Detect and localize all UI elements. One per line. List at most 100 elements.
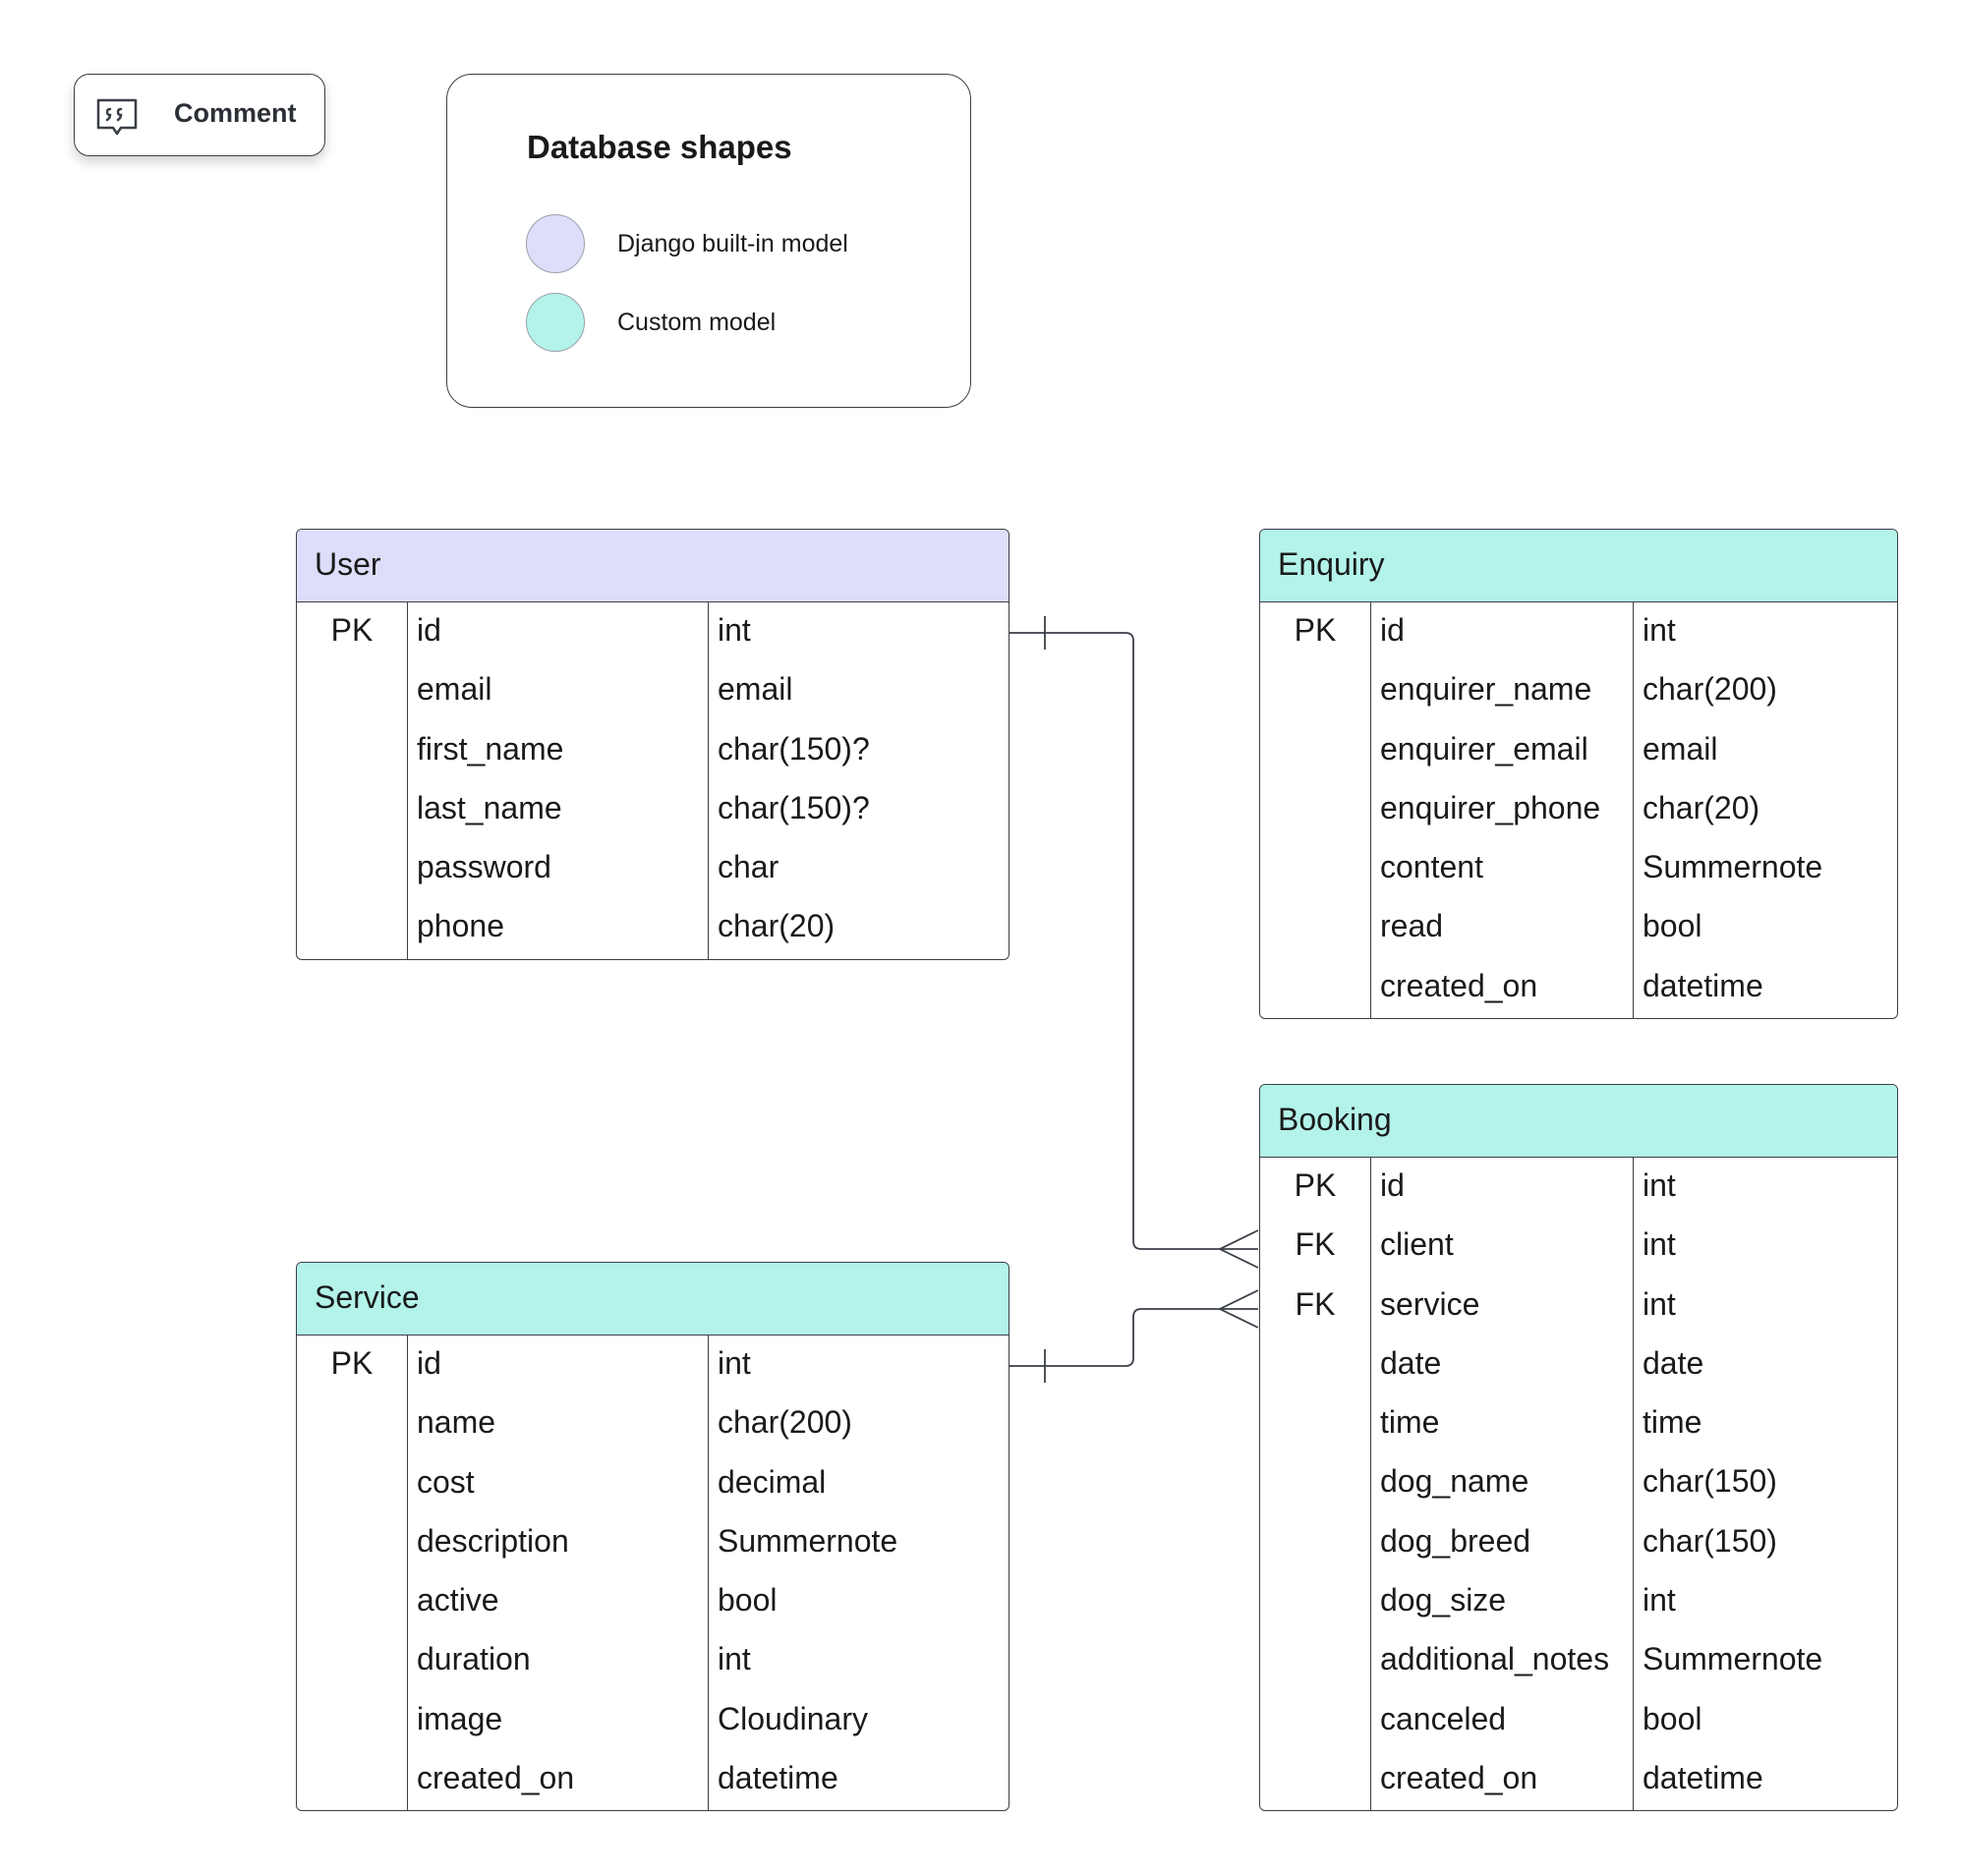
field-type: char(20) — [718, 908, 836, 944]
field-type: date — [1643, 1344, 1704, 1381]
legend-item-custom: Custom model — [526, 293, 958, 354]
field-type: int — [718, 612, 751, 648]
field-name: password — [417, 849, 551, 885]
field-name: date — [1380, 1344, 1442, 1381]
field-name: created_on — [1380, 967, 1538, 1003]
field-type: char(150)? — [718, 789, 870, 825]
field-type: int — [718, 1641, 751, 1677]
entity-service-row-image: image Cloudinary — [297, 1691, 1009, 1750]
entity-service-row-description: description Summernote — [297, 1513, 1009, 1572]
field-name: first_name — [417, 730, 564, 767]
key-badge: PK — [1294, 1167, 1337, 1203]
comment-label: Comment — [174, 98, 297, 128]
field-name: duration — [417, 1641, 531, 1677]
many-marker-booking-client — [1217, 1229, 1259, 1269]
key-badge: PK — [1294, 612, 1337, 648]
field-type: char(200) — [718, 1404, 852, 1441]
field-name: id — [1380, 612, 1405, 648]
field-name: name — [417, 1404, 496, 1441]
entity-user-row-id: PK id int — [297, 602, 1009, 661]
field-name: phone — [417, 908, 504, 944]
field-name: dog_name — [1380, 1463, 1529, 1500]
field-type: char(200) — [1643, 671, 1777, 708]
field-name: active — [417, 1582, 499, 1619]
entity-booking-row-id: PK id int — [1260, 1158, 1897, 1217]
field-type: Summernote — [718, 1522, 898, 1559]
key-badge: PK — [330, 612, 374, 648]
entity-booking-row-canceled: canceled bool — [1260, 1691, 1897, 1750]
field-name: image — [417, 1700, 503, 1736]
entity-booking-row-created-on: created_on datetime — [1260, 1750, 1897, 1809]
field-name: id — [417, 612, 441, 648]
legend-item-builtin: Django built-in model — [526, 214, 958, 275]
comment-quote-icon — [96, 98, 138, 136]
field-type: Cloudinary — [718, 1700, 868, 1736]
comment-button[interactable]: Comment — [74, 74, 325, 156]
field-type: bool — [1643, 1700, 1702, 1736]
entity-booking-header: Booking — [1260, 1085, 1897, 1158]
field-type: time — [1643, 1404, 1702, 1441]
swatch-custom — [526, 293, 585, 352]
field-name: read — [1380, 908, 1444, 944]
entity-booking-row-dog-size: dog_size int — [1260, 1572, 1897, 1631]
field-name: enquirer_email — [1380, 730, 1588, 767]
field-type: int — [1643, 1167, 1676, 1203]
field-name: id — [417, 1345, 441, 1381]
entity-user-row-password: password char — [297, 839, 1009, 898]
field-type: int — [718, 1345, 751, 1381]
field-type: Summernote — [1643, 1641, 1823, 1677]
entity-booking-row-additional-notes: additional_notes Summernote — [1260, 1631, 1897, 1690]
many-marker-booking-service — [1217, 1289, 1259, 1329]
field-type: bool — [1643, 908, 1702, 944]
field-name: created_on — [1380, 1759, 1538, 1795]
field-type: datetime — [1643, 1759, 1763, 1795]
key-badge: PK — [330, 1345, 374, 1381]
field-name: description — [417, 1522, 569, 1559]
field-type: int — [1643, 1285, 1676, 1322]
entity-enquiry-row-read: read bool — [1260, 898, 1897, 957]
field-name: id — [1380, 1167, 1405, 1203]
field-type: decimal — [718, 1463, 827, 1500]
field-name: last_name — [417, 789, 562, 825]
field-name: dog_size — [1380, 1582, 1507, 1619]
field-type: int — [1643, 1582, 1676, 1619]
legend-panel: Database shapes Django built-in model Cu… — [446, 74, 971, 408]
connector-user-booking — [1009, 632, 1258, 1250]
entity-booking-row-dog-name: dog_name char(150) — [1260, 1453, 1897, 1512]
field-name: enquirer_phone — [1380, 789, 1601, 825]
key-badge: FK — [1295, 1226, 1336, 1263]
field-type: datetime — [718, 1760, 838, 1796]
field-name: email — [417, 671, 492, 708]
field-type: email — [1643, 730, 1718, 767]
entity-user-row-last-name: last_name char(150)? — [297, 780, 1009, 839]
field-name: service — [1380, 1285, 1480, 1322]
swatch-builtin — [526, 214, 585, 273]
entity-enquiry-row-enquirer-email: enquirer_email email — [1260, 721, 1897, 780]
field-name: created_on — [417, 1760, 575, 1796]
entity-user-header: User — [297, 530, 1009, 602]
entity-booking-row-date: date date — [1260, 1336, 1897, 1394]
field-type: int — [1643, 1226, 1676, 1263]
entity-service-row-created-on: created_on datetime — [297, 1750, 1009, 1809]
entity-service-row-name: name char(200) — [297, 1394, 1009, 1453]
field-name: dog_breed — [1380, 1522, 1531, 1559]
field-name: additional_notes — [1380, 1641, 1610, 1677]
field-name: canceled — [1380, 1700, 1507, 1736]
field-type: char(150) — [1643, 1463, 1777, 1500]
field-type: char — [718, 849, 779, 885]
